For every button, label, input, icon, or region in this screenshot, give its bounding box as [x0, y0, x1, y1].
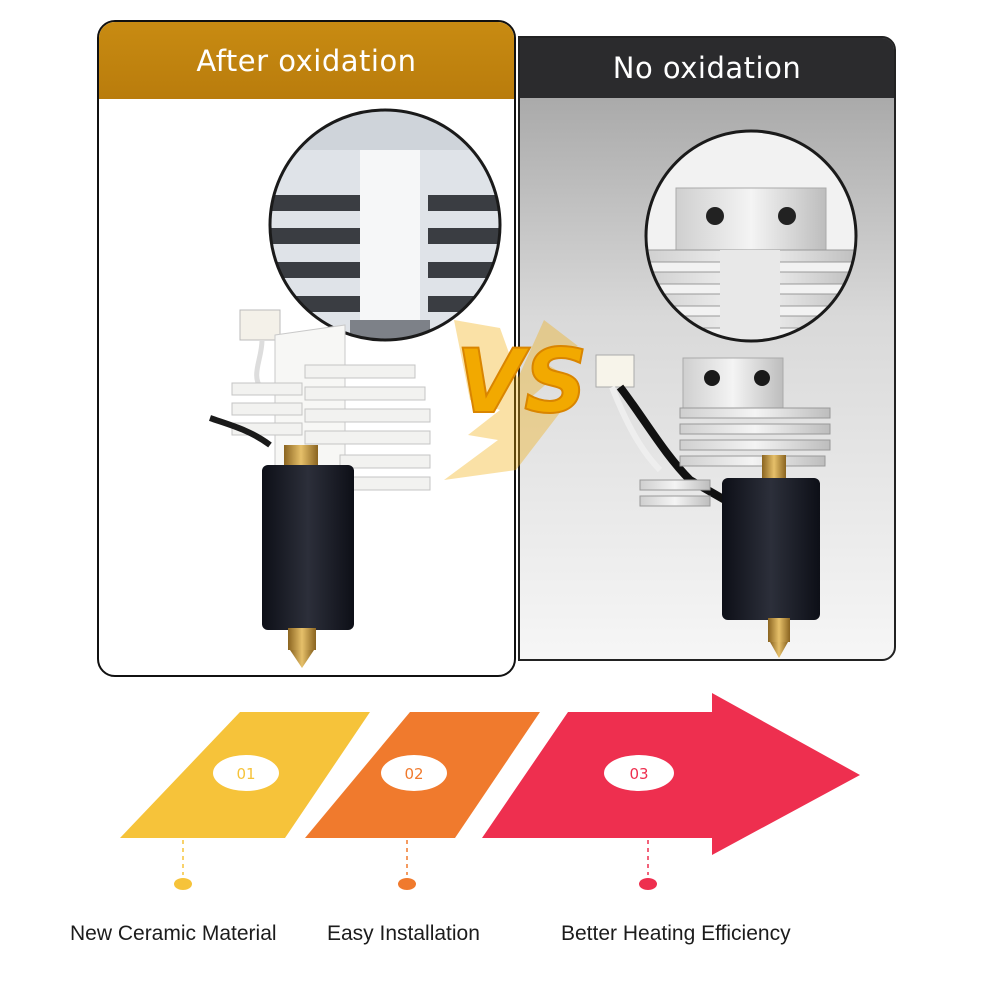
step-03-dot — [639, 878, 657, 890]
right-hotend — [595, 354, 831, 658]
no-oxidation-title: No oxidation — [520, 38, 894, 98]
vs-badge: VS — [444, 320, 588, 480]
step-02-label: Easy Installation — [327, 922, 480, 945]
step-02-number: 02 — [404, 765, 423, 783]
left-hotend — [209, 309, 431, 668]
step-01-dot — [174, 878, 192, 890]
step-01-label: New Ceramic Material — [70, 922, 277, 945]
hotend-comparison-illustration — [209, 108, 858, 668]
vs-text: VS — [456, 330, 587, 433]
steps-diagram: 01 02 03 — [120, 693, 860, 890]
after-oxidation-title: After oxidation — [99, 22, 514, 99]
step-02-dot — [398, 878, 416, 890]
step-01-number: 01 — [236, 765, 255, 783]
step-03-label: Better Heating Efficiency — [561, 922, 791, 945]
step-03-number: 03 — [629, 765, 648, 783]
right-zoom-circle — [646, 131, 856, 341]
